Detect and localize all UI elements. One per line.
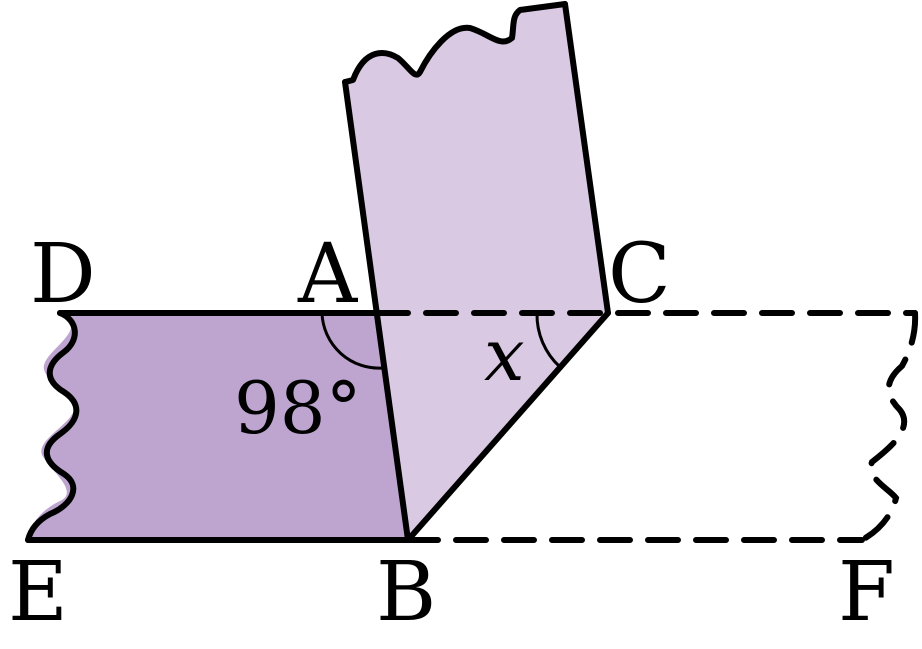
angle-label-98: 98° [234,366,362,450]
torn-top-edge [342,1,568,85]
angle-label-x: x [484,313,525,397]
crease-C-B [405,310,611,543]
fold-line-A-B [342,79,411,543]
angle-arc-x [535,312,562,369]
flap-right-edge [562,1,611,316]
torn-left-edge [25,310,80,543]
label-A: A [297,227,359,322]
folded-flap-region [345,4,608,540]
strip-left-region [28,313,408,540]
label-F: F [838,545,895,640]
label-E: E [8,545,68,640]
angle-arc-98 [320,312,384,370]
label-B: B [376,545,436,640]
label-D: D [30,227,96,322]
label-C: C [608,227,671,322]
original-right-edge-dashed [859,310,919,543]
